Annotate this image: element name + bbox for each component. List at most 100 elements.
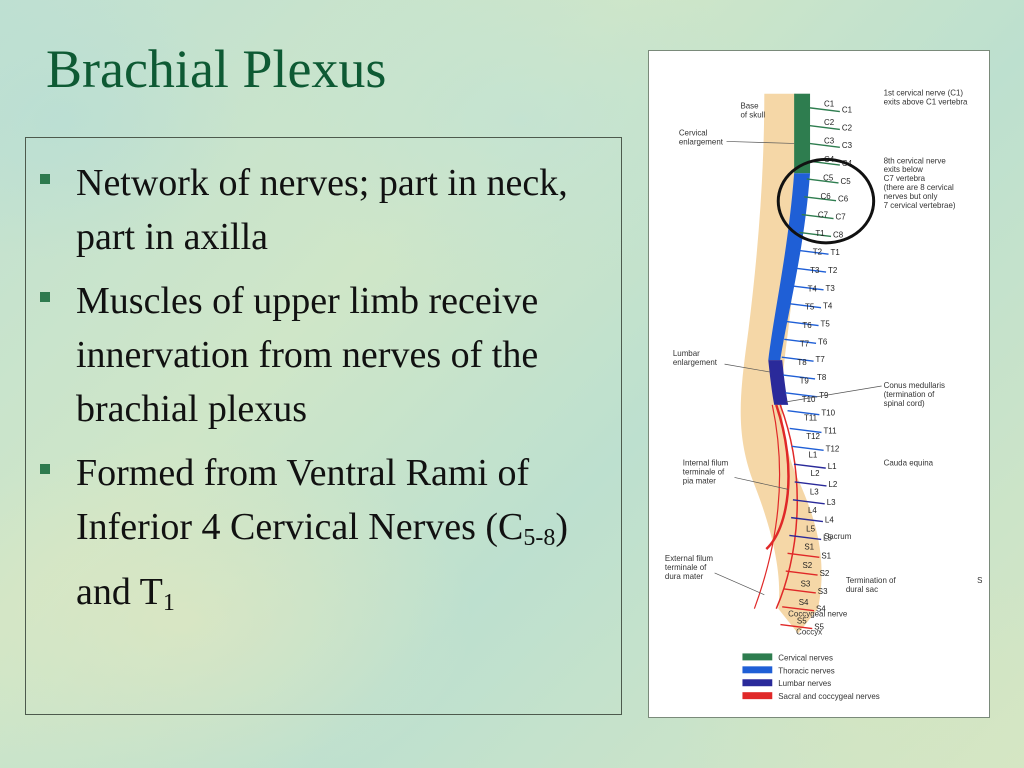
nerve-level-label-right: T11 [823,426,837,435]
spinal-nerve-line [791,445,824,451]
nerve-level-label-right: T10 [821,409,835,418]
spinal-nerve-line [783,374,816,380]
vertebra-level-label-left: L1 [808,450,817,459]
nerve-level-label-right: L2 [828,480,837,489]
nerve-level-label-right: C5 [841,177,852,186]
label-stray-s: S [977,576,982,585]
nerve-level-label-right: C8 [833,230,844,239]
spinal-nerve-line [806,178,839,184]
vertebra-level-label-left: C3 [824,137,835,146]
spinal-nerve-line [791,516,824,523]
nerve-level-label-right: T8 [817,373,827,382]
vertebra-level-label-left: S1 [804,543,814,552]
spinal-nerve-line [787,552,820,558]
vertebra-level-label-left: C2 [824,118,835,127]
nerve-level-label-right: C3 [842,141,853,150]
spinal-nerve-line [792,499,825,505]
nerve-level-label-right: T12 [826,444,840,453]
vertebra-level-label-left: T7 [800,340,810,349]
spinal-nerve-line [789,534,822,541]
legend-swatch-sacral [742,692,773,700]
vertebra-level-label-left: L2 [811,469,820,478]
legend-swatch-lumbar [742,679,773,687]
spinal-nerve-line [780,623,813,630]
spinal-nerve-line [791,285,824,291]
spinal-nerve-line [789,427,822,434]
spinal-nerve-line [801,213,834,220]
label-coccyx: Coccyx [796,628,822,637]
bullet-item: Muscles of upper limb receive innervatio… [40,274,601,436]
nerve-level-label-right: T6 [818,337,828,346]
vertebra-level-label-left: T10 [802,395,816,404]
bullet-text-box: Network of nerves; part in neck, part in… [25,137,622,715]
vertebra-level-label-left: T11 [804,413,818,422]
nerve-level-label-right: C6 [838,195,849,204]
vertebra-level-label-left: C6 [821,192,832,201]
nerve-level-label-right: C2 [842,123,853,132]
nerve-level-label-right: S1 [821,551,831,560]
square-bullet-icon [40,292,50,302]
vertebra-level-label-left: S4 [799,598,809,607]
nerve-level-label-right: S3 [818,587,828,596]
spinal-nerve-line [794,267,827,273]
spinal-nerve-line [787,409,820,416]
level-labels-group: C1C2C3C4C5C6C7T1T2T3T4T5T6T7T8T9T10T11T1… [797,100,853,632]
vertebra-level-label-left: L5 [806,524,815,533]
legend-label: Sacral and coccygeal nerves [778,692,880,701]
bullet-text-pre: Formed from Ventral Rami of Inferior 4 C… [76,452,530,548]
nerve-lines-group [780,106,840,630]
spinal-nerve-line [807,106,840,113]
dural-sac-line [753,404,781,609]
bullet-item: Network of nerves; part in neck, part in… [40,156,601,264]
label-sacrum: Sacrum [824,532,852,541]
nerve-level-label-right: T2 [828,266,838,275]
nerve-level-label-right: C7 [836,213,847,222]
bullet-subscript: 5-8 [523,525,556,551]
nerve-level-label-right: T5 [821,320,831,329]
vertebra-level-label-left: C7 [818,210,829,219]
vertebra-level-label-left: T3 [810,266,820,275]
square-bullet-icon [40,174,50,184]
spinal-nerve-line [785,392,818,398]
filum-terminale [775,404,798,609]
vertebra-level-label-left: C1 [824,100,835,109]
legend-label: Lumbar nerves [778,679,831,688]
spinal-nerve-line [786,320,819,327]
bullet-text: Muscles of upper limb receive innervatio… [76,280,539,430]
spinal-nerve-line [783,588,816,594]
nerve-level-label-right: S4 [816,605,826,614]
spinal-nerve-line [799,231,832,238]
spinal-nerve-line [807,142,840,148]
nerve-level-label-right: L1 [828,462,837,471]
bullet-subscript: 1 [162,590,175,616]
nerve-level-label-right: T4 [823,302,833,311]
cervical-cord-segment [794,93,811,174]
slide-title: Brachial Plexus [46,39,387,99]
spinal-nerve-line [782,606,815,612]
vertebra-level-label-left: T2 [813,247,823,256]
bullet-text-mid: ) and T [76,506,569,613]
vertebra-level-label-left: T12 [806,432,820,441]
legend-swatch-cervical [742,653,773,661]
figure-legend: Cervical nerves Thoracic nerves Lumbar n… [742,653,880,701]
vertebra-level-label-left: T9 [800,377,810,386]
legend-label: Thoracic nerves [778,666,834,675]
nerve-level-label-right: L5 [823,533,832,542]
nerve-level-label-right: T7 [816,355,826,364]
brachial-highlight-circle [776,157,876,245]
square-bullet-icon [40,464,50,474]
spinal-nerve-line [785,570,818,576]
bullet-text: Network of nerves; part in neck, part in… [76,162,568,258]
label-cauda-equina: Cauda equina [884,459,934,468]
vertebra-level-label-left: S3 [801,580,811,589]
bullet-item: Formed from Ventral Rami of Inferior 4 C… [40,446,601,630]
vertebra-level-label-left: S5 [797,617,807,626]
